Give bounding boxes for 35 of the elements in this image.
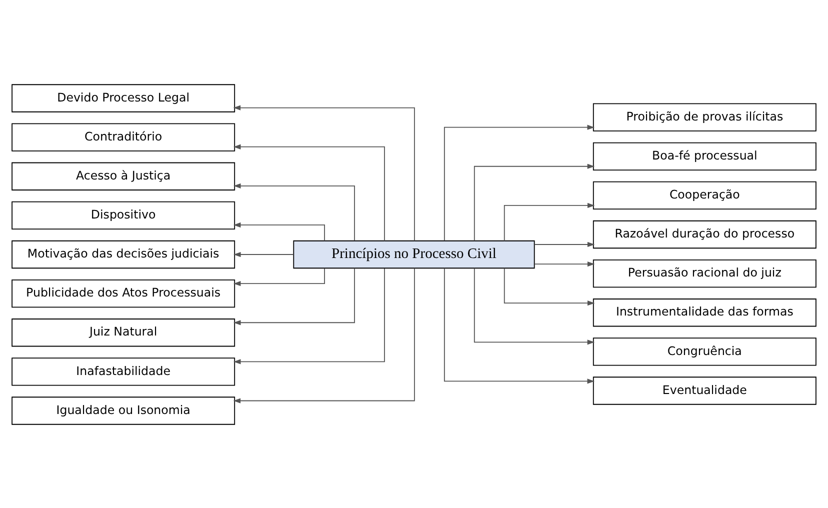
node-box: Publicidade dos Atos Processuais bbox=[12, 278, 236, 308]
arrow bbox=[444, 124, 595, 241]
node-box: Acesso à Justiça bbox=[12, 162, 236, 190]
node-box: Devido Processo Legal bbox=[12, 84, 236, 112]
node-box: Cooperação bbox=[592, 180, 816, 210]
node-box: Boa-fé processual bbox=[592, 142, 816, 170]
node-box: Instrumentalidade das formas bbox=[592, 298, 816, 326]
node-box: Motivação das decisões judiciais bbox=[12, 240, 236, 268]
arrow bbox=[233, 222, 325, 241]
node-box: Contraditório bbox=[12, 122, 236, 151]
arrow bbox=[474, 163, 595, 241]
node-box: Dispositivo bbox=[12, 200, 236, 230]
arrow bbox=[504, 202, 595, 241]
node-box: Igualdade ou Isonomia bbox=[12, 396, 236, 424]
arrow bbox=[233, 268, 385, 364]
arrow bbox=[234, 251, 294, 257]
node-box: Inafastabilidade bbox=[12, 357, 236, 386]
arrow bbox=[233, 144, 385, 241]
arrow bbox=[233, 267, 415, 403]
arrow bbox=[474, 267, 595, 344]
node-box: Congruência bbox=[592, 337, 816, 366]
arrow bbox=[534, 241, 595, 247]
arrow bbox=[504, 267, 595, 306]
arrow bbox=[233, 182, 355, 241]
arrow bbox=[233, 267, 355, 325]
arrow bbox=[534, 260, 595, 266]
node-box: Eventualidade bbox=[592, 376, 816, 404]
arrow bbox=[233, 104, 415, 241]
arrow bbox=[444, 267, 595, 384]
node-box: Razoável duração do processo bbox=[592, 220, 816, 248]
node-box: Princípios no Processo Civil bbox=[293, 240, 535, 268]
arrow bbox=[233, 267, 325, 286]
node-box: Proibição de provas ilícitas bbox=[592, 102, 816, 131]
node-box: Juiz Natural bbox=[12, 318, 236, 346]
node-box: Persuasão racional do juiz bbox=[592, 259, 816, 288]
